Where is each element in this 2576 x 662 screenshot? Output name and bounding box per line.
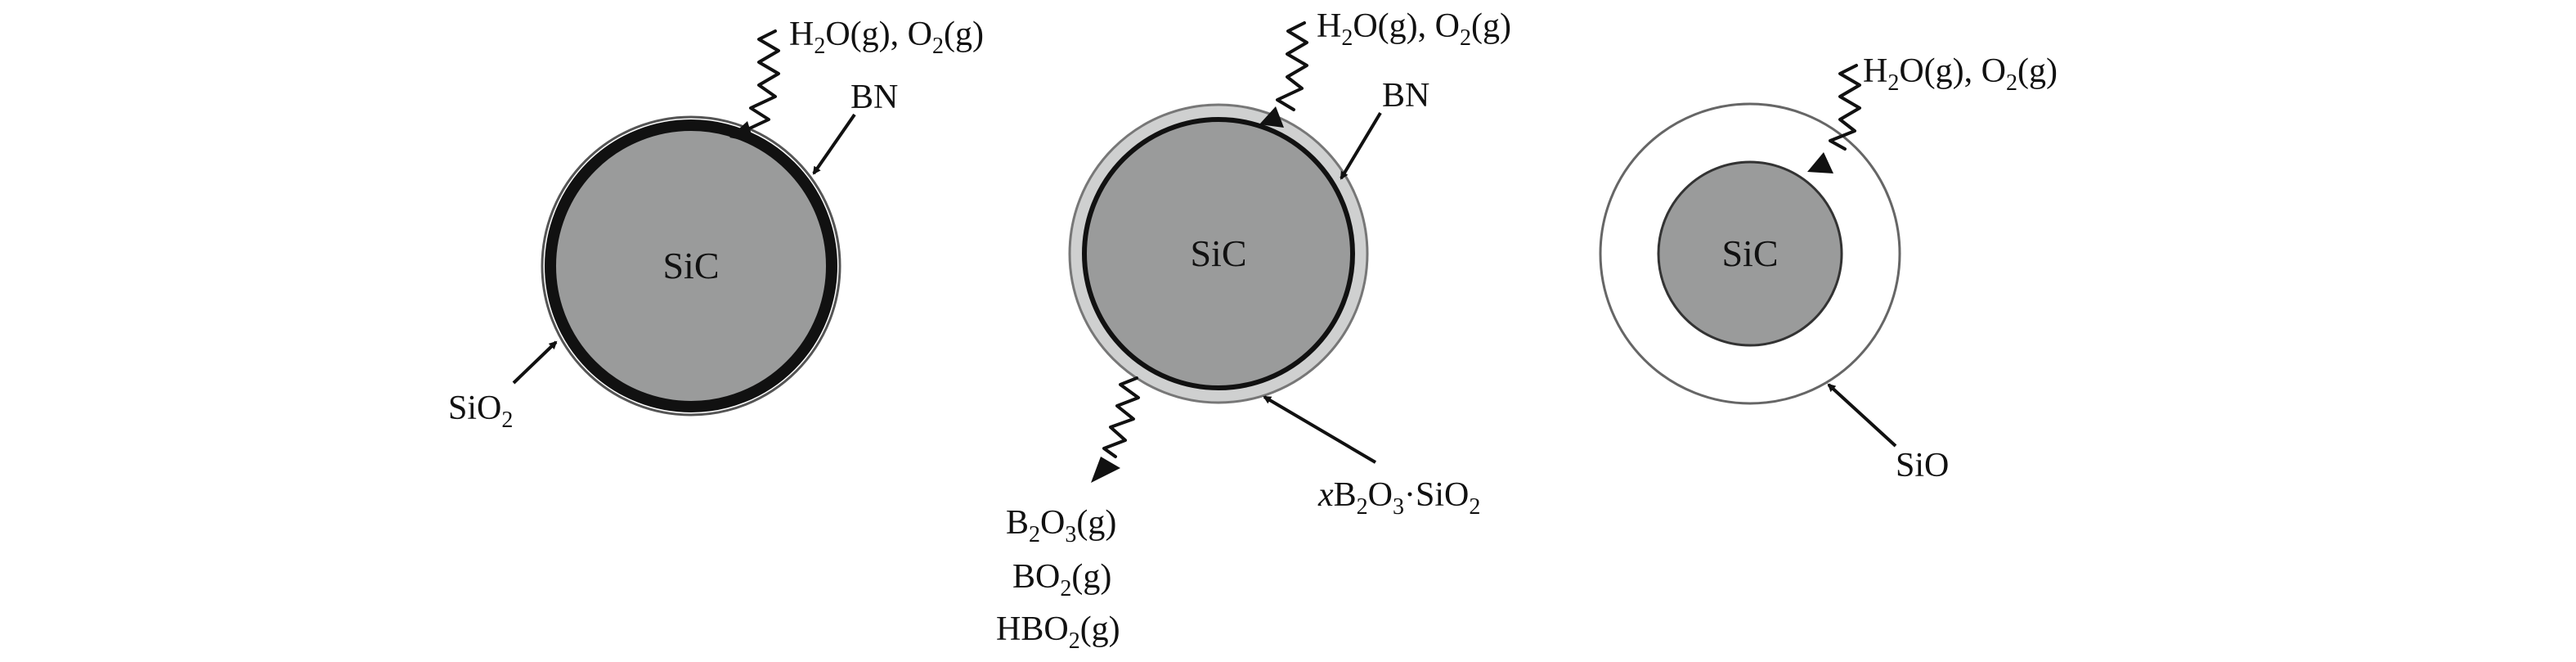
panel-2-glass-arrow (1263, 395, 1377, 464)
panel-3: SiC H2O(g), O2(g) SiO (1599, 52, 2058, 484)
panel-3-gas-arrowhead (1807, 152, 1833, 173)
panel-3-shell-label: SiO (1896, 447, 1949, 484)
panel-1-gas-arrowhead (729, 121, 754, 142)
panel-2-product-1: B2O3(g) (1006, 504, 1116, 547)
panel-2-glass-label: xB2O3·SiO2 (1317, 476, 1480, 520)
panel-1-coating-label: BN (850, 79, 898, 116)
panel-1: SiC H2O(g), O2(g) BN SiO2 (448, 16, 984, 433)
panel-2-gas-wavy-arrow (1276, 21, 1308, 111)
panel-1-bn-arrow (812, 113, 856, 175)
panel-2-bn-arrow (1340, 111, 1382, 180)
panel-2-products-wavy-arrow (1102, 376, 1140, 458)
panel-1-gas-wavy-arrow (743, 29, 780, 133)
panel-1-sio2-arrow (512, 340, 558, 385)
panel-2-product-2: BO2(g) (1012, 558, 1111, 601)
panel-1-oxide-label: SiO2 (448, 390, 513, 433)
panel-2: SiC H2O(g), O2(g) BN B2O3(g) BO2(g) HBO2… (996, 7, 1511, 654)
panel-3-core (1657, 160, 1843, 347)
panel-2-product-3: HBO2(g) (996, 610, 1120, 654)
panel-3-sio-arrow (1827, 383, 1897, 448)
panel-1-sio2-layer (545, 119, 837, 412)
panel-3-core-label: SiC (1721, 232, 1778, 274)
panel-3-gas-wavy-arrow (1829, 64, 1861, 151)
panel-1-gas-label: H2O(g), O2(g) (789, 16, 984, 59)
panel-2-core (1082, 117, 1355, 390)
panel-2-gas-label: H2O(g), O2(g) (1317, 7, 1511, 51)
panel-2-core-label: SiC (1190, 232, 1246, 274)
panel-2-coating-label: BN (1382, 77, 1429, 115)
panel-2-gas-arrowhead (1259, 106, 1284, 128)
panel-1-core-label: SiC (662, 245, 719, 286)
panel-2-products-arrowhead (1091, 457, 1120, 483)
panel-3-gas-label: H2O(g), O2(g) (1863, 52, 2058, 96)
